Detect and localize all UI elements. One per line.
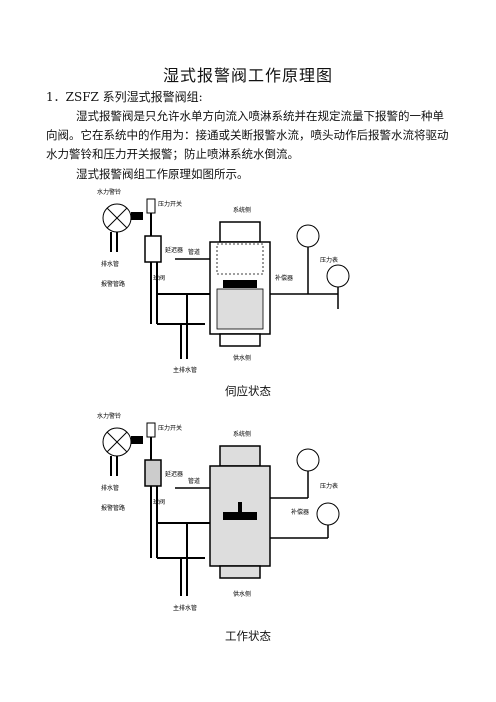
delayer-icon [144, 235, 162, 263]
document-title: 湿式报警阀工作原理图 [162, 66, 333, 85]
label-alarm-pipe: 报警管路 [101, 504, 125, 512]
label-pressure-switch: 压力开关 [158, 424, 182, 432]
water-bell-icon [102, 203, 143, 233]
water-bell-icon [102, 427, 143, 457]
label-system-side: 系统侧 [233, 206, 251, 214]
pressure-switch-icon [146, 198, 156, 214]
label-gate-valve: 管道 [188, 477, 200, 485]
label-main-drain: 主排水管 [173, 366, 197, 374]
label-gauge-pipe: 补偿器 [275, 274, 293, 282]
label-bell: 水力警铃 [97, 188, 121, 196]
label-pressure-gauge: 压力表 [320, 482, 338, 490]
label-delayer: 延迟器 [165, 246, 183, 254]
pressure-gauge-top-icon [296, 448, 320, 472]
section-heading: 1．ZSFZ 系列湿式报警阀组: [46, 90, 203, 104]
delayer-icon [144, 459, 162, 487]
paragraph-2-text: 湿式报警阀组工作原理如图所示。 [76, 167, 249, 181]
label-bell: 水力警铃 [97, 412, 121, 420]
pressure-switch-icon [146, 422, 156, 438]
alarm-valve-body [209, 445, 271, 579]
label-gate-valve: 管道 [188, 248, 200, 256]
label-ball-valve: 球阀 [153, 498, 165, 506]
figure-standby-diagram: 水力警铃 压力开关 排水管 延迟器 报警管路 球阀 管道 主排水管 系统侧 供水… [97, 188, 350, 374]
label-alarm-pipe: 报警管路 [101, 280, 125, 288]
label-pressure-gauge: 压力表 [320, 256, 338, 264]
pressure-gauge-bottom-icon [326, 264, 350, 288]
paragraph-1-text: 湿式报警阀是只允许水单方向流入喷淋系统并在规定流量下报警的一种单向阀。它在系统中… [46, 109, 449, 161]
label-pressure-switch: 压力开关 [158, 200, 182, 208]
label-main-drain: 主排水管 [173, 604, 197, 612]
label-supply-side: 供水侧 [233, 354, 251, 362]
paragraph-2: 湿式报警阀组工作原理如图所示。 [46, 165, 454, 184]
label-gauge-pipe: 补偿器 [291, 508, 309, 516]
figure-2-caption: 工作状态 [225, 629, 271, 643]
paragraph-1: 湿式报警阀是只允许水单方向流入喷淋系统并在规定流量下报警的一种单向阀。它在系统中… [46, 107, 454, 164]
pressure-gauge-top-icon [296, 224, 320, 248]
label-supply-side: 供水侧 [233, 590, 251, 598]
label-drain-pipe: 排水管 [101, 484, 119, 492]
label-delayer: 延迟器 [165, 470, 183, 478]
label-system-side: 系统侧 [233, 430, 251, 438]
label-drain-pipe: 排水管 [101, 260, 119, 268]
figure-1-caption: 伺应状态 [225, 384, 271, 398]
label-ball-valve: 球阀 [153, 274, 165, 282]
alarm-valve-body [209, 221, 271, 347]
pressure-gauge-bottom-icon [316, 502, 340, 526]
figure-working-diagram: 水力警铃 压力开关 排水管 延迟器 报警管路 球阀 管道 主排水管 系统侧 供水… [97, 412, 340, 612]
